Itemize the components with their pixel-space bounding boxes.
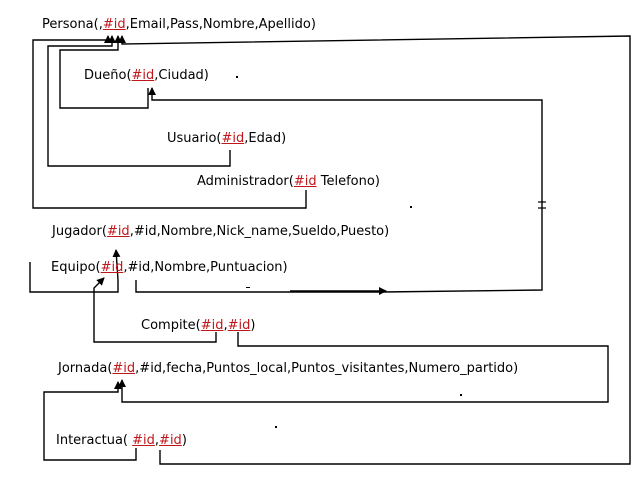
fk-line-compite-jornada bbox=[118, 332, 609, 403]
relation-equipo: Equipo(#id,#id,Nombre,Puntuacion) bbox=[51, 260, 288, 276]
relation-text: Dueño( bbox=[84, 68, 132, 83]
fk-line-equipo-dueno bbox=[135, 87, 543, 293]
relation-compite: Compite(#id,#id) bbox=[141, 318, 255, 334]
relation-persona: Persona(,#id,Email,Pass,Nombre,Apellido) bbox=[42, 17, 316, 33]
relation-text: Jornada( bbox=[58, 361, 113, 376]
relation-text: Administrador( bbox=[197, 174, 294, 189]
relation-jugador: Jugador(#id,#id,Nombre,Nick_name,Sueldo,… bbox=[52, 224, 389, 240]
primary-key-field: #id bbox=[100, 260, 124, 275]
relation-text: , bbox=[154, 433, 160, 448]
relation-administrador: Administrador(#id Telefono) bbox=[197, 174, 380, 190]
relation-dueno: Dueño(#id,Ciudad) bbox=[84, 68, 209, 84]
relation-text: ,#id,Nombre,Nick_name,Sueldo,Puesto) bbox=[129, 224, 390, 239]
relation-text: , bbox=[223, 318, 228, 333]
relation-text: ) bbox=[250, 318, 256, 333]
fk-line-interactua-persona bbox=[118, 35, 631, 465]
relation-interactua: Interactua( #id,#id) bbox=[56, 433, 187, 449]
primary-key-field: #id bbox=[293, 174, 317, 189]
fk-line-administrador-persona bbox=[32, 35, 307, 209]
fk-line-dueno-persona bbox=[59, 35, 149, 109]
relation-text: ,Edad) bbox=[244, 131, 287, 146]
primary-key-field: #id bbox=[102, 17, 126, 32]
relation-jornada: Jornada(#id,#id,fecha,Puntos_local,Punto… bbox=[58, 361, 518, 377]
relation-text: Interactua( bbox=[56, 433, 133, 448]
relation-text: ,#id,fecha,Puntos_local,Puntos_visitante… bbox=[135, 361, 519, 376]
primary-key-field: #id bbox=[112, 361, 136, 376]
relation-text: ,#id,Nombre,Puntuacion) bbox=[123, 260, 288, 275]
relation-text: ,Email,Pass,Nombre,Apellido) bbox=[125, 17, 316, 32]
primary-key-field: #id bbox=[227, 318, 251, 333]
relation-text: Persona(, bbox=[42, 17, 103, 32]
primary-key-field: #id bbox=[106, 224, 130, 239]
stray-dot bbox=[275, 426, 277, 428]
relation-text: Jugador( bbox=[52, 224, 107, 239]
relation-text: Usuario( bbox=[167, 131, 222, 146]
primary-key-field: #id bbox=[221, 131, 245, 146]
stray-dot bbox=[460, 394, 462, 396]
relation-usuario: Usuario(#id,Edad) bbox=[167, 131, 286, 147]
stray-dot bbox=[246, 287, 250, 288]
primary-key-field: #id bbox=[132, 433, 155, 448]
fk-line-usuario-persona bbox=[47, 35, 231, 167]
primary-key-field: #id bbox=[159, 433, 182, 448]
fk-line-interactua-jornada bbox=[43, 381, 137, 461]
stray-dot bbox=[410, 206, 412, 208]
stray-dot bbox=[236, 76, 238, 78]
primary-key-field: #id bbox=[131, 68, 155, 83]
fk-line-compite-equipo bbox=[93, 277, 217, 343]
relation-text: ) bbox=[181, 433, 187, 448]
relation-text: Equipo( bbox=[51, 260, 101, 275]
fk-line-jugador-equipo bbox=[29, 249, 121, 293]
relation-text: Compite( bbox=[141, 318, 201, 333]
relation-text: ,Ciudad) bbox=[154, 68, 209, 83]
primary-key-field: #id bbox=[200, 318, 224, 333]
relation-text: Telefono) bbox=[316, 174, 380, 189]
